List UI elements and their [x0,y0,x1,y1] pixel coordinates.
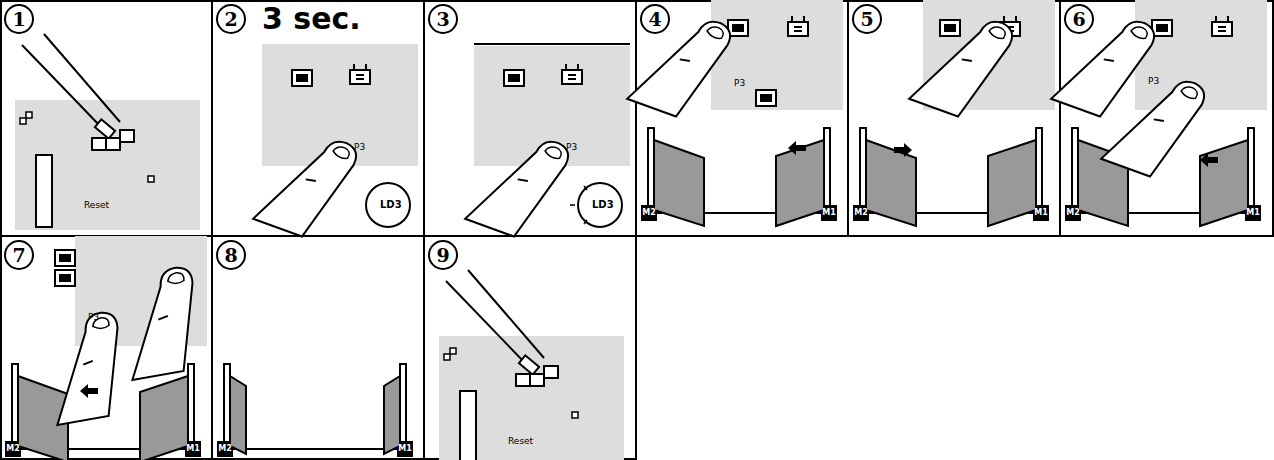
button-label: P3 [566,142,577,153]
motor-label: M2 [1065,205,1081,221]
motor-label: M2 [217,441,233,457]
motor-label: M1 [185,441,201,457]
step-number: 3 [428,4,458,34]
motor-label: M2 [5,441,21,457]
button-label: P3 [734,78,745,89]
motor-label: M2 [641,205,657,221]
step-number: 5 [852,4,882,34]
button-label: P3 [88,312,99,323]
step-number: 6 [1064,4,1094,34]
step-number: 1 [4,4,34,34]
step-number: 4 [640,4,670,34]
led-label: LD3 [380,199,402,211]
step-number: 9 [428,240,458,270]
button-label: P3 [354,142,365,153]
step-number: 8 [216,240,246,270]
duration-label: 3 sec. [262,2,361,36]
step-number: 7 [4,240,34,270]
motor-label: M1 [1245,205,1261,221]
motor-label: M1 [821,205,837,221]
button-label: Reset [84,200,109,211]
motor-label: M2 [853,205,869,221]
led-label: LD3 [592,199,614,211]
motor-label: M1 [1033,205,1049,221]
motor-label: M1 [397,441,413,457]
button-label: Reset [508,436,533,447]
button-label: P3 [1148,76,1159,87]
step-number: 2 [216,4,246,34]
